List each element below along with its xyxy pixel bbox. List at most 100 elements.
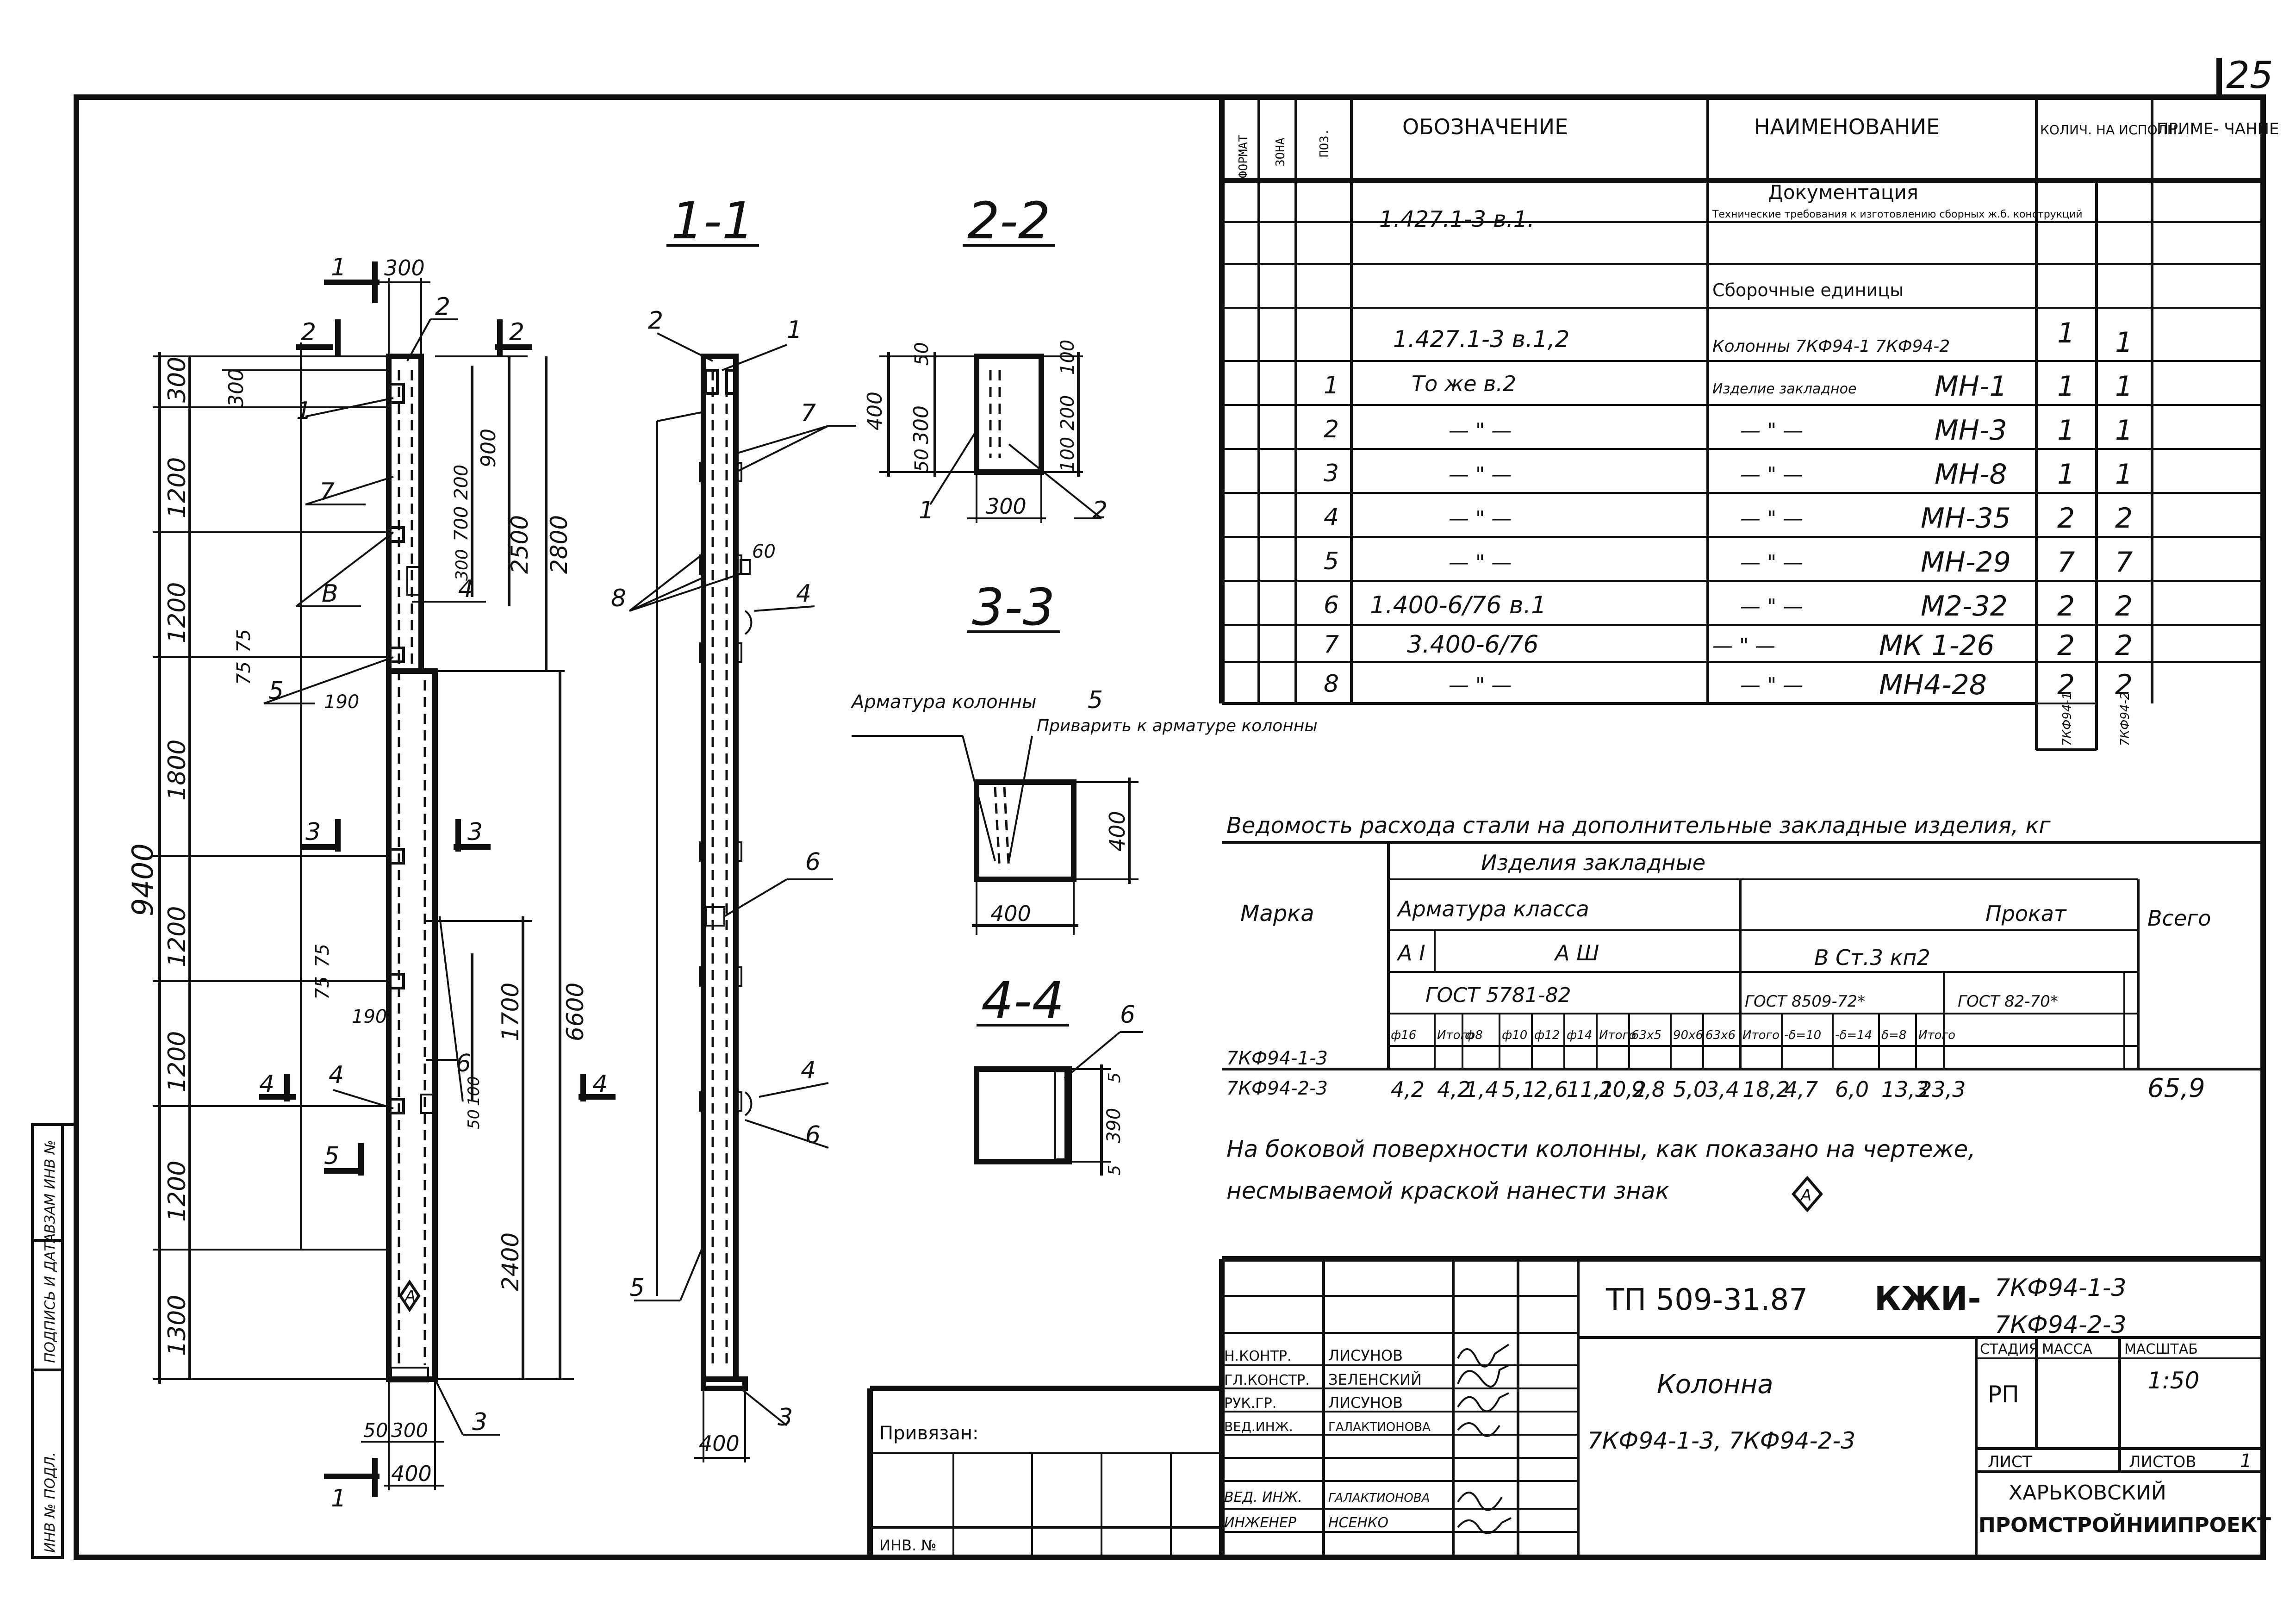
tb-role-0: Н.КОНТР.	[1224, 1348, 1292, 1364]
steel-col-header-4: ф12	[1534, 1028, 1560, 1042]
dim-left-1200a: 1200	[163, 457, 191, 518]
cut-mark-2-left: 2	[301, 318, 316, 346]
v22-dim-100a: 100	[1057, 340, 1078, 375]
steel-value-3: 5,1	[1502, 1077, 1536, 1102]
steel-col-header-6: Итого	[1599, 1028, 1636, 1042]
stamp-signature-date: ПОДПИСЬ И ДАТА	[42, 1233, 58, 1363]
tb-person-0: ЛИСУНОВ	[1328, 1347, 1403, 1364]
dim-left-1200c: 1200	[163, 906, 191, 967]
spec-row-3-pos: 3	[1324, 460, 1339, 487]
spec-hdr-designation: ОБОЗНАЧЕНИЕ	[1402, 114, 1568, 139]
spec-row-3-q1: 1	[2057, 458, 2075, 491]
label-5-upper: 5	[268, 677, 284, 705]
cut-mark-1-bottom: 1	[331, 1485, 346, 1512]
spec-row-6-mark: М2-32	[1921, 590, 2008, 622]
label-6: 6	[456, 1050, 471, 1077]
left-extension-lines	[153, 352, 389, 1384]
v22-dim-200: 200	[1057, 395, 1078, 430]
dim-left-1200e: 1200	[163, 1161, 191, 1222]
steel-col-header-10: Итого	[1742, 1028, 1780, 1042]
note-line-2: несмываемой краской нанести знак	[1226, 1177, 1669, 1204]
steel-col-header-11: -δ=10	[1784, 1028, 1821, 1042]
tb-person-4: ГАЛАКТИОНОВА	[1328, 1491, 1430, 1505]
spec-row-7-mark: МК 1-26	[1879, 629, 1995, 662]
v22-dim-300w: 300	[986, 494, 1027, 519]
spec-hdr-zone: ЗОНА	[1274, 137, 1288, 167]
steel-value-6: 20,2	[1599, 1077, 1646, 1102]
steel-col-header-5: ф14	[1567, 1028, 1592, 1042]
steel-value-0: 4,2	[1391, 1077, 1425, 1102]
label-B: В	[322, 580, 338, 608]
steel-cls-a3: А Ш	[1554, 940, 1599, 965]
spec-row-2-name: — " —	[1740, 419, 1803, 442]
inv-no-label: ИНВ. №	[879, 1537, 937, 1554]
steel-grade: В Ст.3 кп2	[1814, 945, 1930, 970]
spec-row-5-q2: 7	[2115, 546, 2133, 579]
spec-row-1-mark: МН-1	[1935, 370, 2007, 403]
stamp-replaced-inv: ВЗАМ ИНВ №	[42, 1140, 58, 1233]
dim-left-300: 300	[163, 357, 191, 403]
dim-inner-300: 300	[224, 368, 248, 407]
spec-row-1-q1: 1	[2057, 370, 2075, 403]
v44-dim-390: 390	[1103, 1108, 1125, 1143]
spec-row-5-pos: 5	[1324, 548, 1339, 575]
dim-right-2400: 2400	[497, 1232, 524, 1291]
stamp-inv-no: ИНВ № ПОДЛ.	[42, 1452, 58, 1553]
tb-person-1: ЗЕЛЕНСКИЙ	[1328, 1371, 1422, 1388]
spec-row-6-q2: 2	[2115, 590, 2133, 622]
dim-right-2500: 2500	[506, 515, 533, 574]
spec-row-7-q1: 2	[2057, 629, 2075, 662]
v22-label-2: 2	[1092, 497, 1108, 524]
tb-person-5: НСЕНКО	[1328, 1515, 1388, 1531]
spec-row-7-des: 3.400-6/76	[1407, 631, 1538, 659]
spec-row-3-q2: 1	[2115, 458, 2133, 491]
dim-right-6600: 6600	[562, 983, 589, 1041]
dim-right-900: 900	[477, 429, 500, 467]
steel-title: Ведомость расхода стали на дополнительны…	[1226, 813, 2051, 839]
spec-row-1-des: То же в.2	[1412, 371, 1516, 396]
dim-right-700: 700	[451, 506, 472, 541]
spec-row-5-name: — " —	[1740, 551, 1803, 574]
tb-sheet-lbl: ЛИСТ	[1988, 1453, 2032, 1471]
label-2: 2	[435, 293, 450, 321]
dim-inner-75a: 75	[233, 629, 255, 653]
v11-label-8: 8	[611, 585, 626, 612]
v33-label-rebar: Арматура колонны	[850, 691, 1037, 713]
v11-label-1: 1	[787, 316, 802, 344]
tb-mass-hdr: МАССА	[2042, 1341, 2092, 1357]
dim-right-1700: 1700	[497, 983, 524, 1041]
dim-left-1300: 1300	[163, 1295, 191, 1356]
section-title-4-4: 4-4	[981, 971, 1064, 1030]
tb-signature-1	[1457, 1364, 1509, 1388]
spec-row-8-q2: 2	[2115, 669, 2133, 701]
dim-left-1200b: 1200	[163, 582, 191, 643]
spec-doc-title: Документация	[1768, 181, 1918, 204]
steel-value-5: 11,1	[1567, 1077, 1614, 1102]
steel-col-header-0: ф16	[1391, 1028, 1416, 1042]
spec-row-3-mark: МН-8	[1935, 458, 2007, 491]
spec-row-1-name: Изделие закладное	[1712, 381, 1856, 397]
spec-exec-1: 7КФ94-1	[2060, 692, 2074, 746]
v11-label-4-upper: 4	[796, 580, 811, 608]
spec-asm-title: Сборочные единицы	[1712, 280, 1904, 300]
steel-col-header-7: 63х5	[1631, 1028, 1661, 1042]
steel-col-header-9: 63х6	[1705, 1028, 1736, 1042]
spec-row-6-pos: 6	[1324, 591, 1339, 619]
v11-dim-60: 60	[752, 541, 776, 562]
v33-label-weld: Приварить к арматуре колонны	[1037, 716, 1318, 735]
dim-right-200: 200	[451, 465, 472, 500]
tb-sheets-lbl: ЛИСТОВ	[2129, 1453, 2196, 1471]
dim-left-1800: 1800	[163, 740, 191, 801]
view-3-3: 3-3 Арматура колонны 5 Приварить к армат…	[850, 578, 1318, 935]
spec-row-4-des: — " —	[1449, 507, 1512, 530]
tb-role-4: ВЕД. ИНЖ.	[1224, 1489, 1302, 1506]
dim-bottom-400: 400	[391, 1461, 432, 1486]
tb-scale: 1:50	[2147, 1367, 2199, 1394]
cut-mark-4-left: 4	[259, 1070, 274, 1098]
label-7: 7	[319, 478, 335, 506]
steel-mark-1: 7КФ94-1-3	[1226, 1048, 1328, 1069]
sheet-number: 25	[2226, 54, 2273, 97]
tb-role-3: ВЕД.ИНЖ.	[1224, 1419, 1293, 1434]
